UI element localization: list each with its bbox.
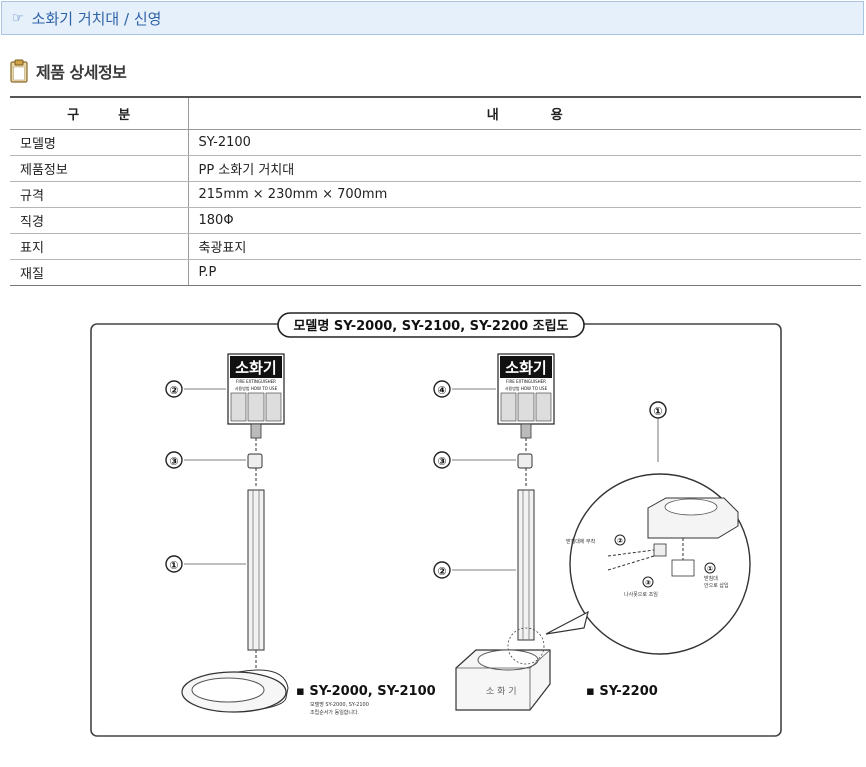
left-connector bbox=[247, 453, 263, 469]
left-sign-usage: 사용방법 HOW TO USE bbox=[235, 385, 278, 391]
right-model-label: ▪ SY-2200 bbox=[586, 684, 658, 699]
right-sign-text: 소화기 bbox=[505, 359, 546, 377]
right-sign-usage: 사용방법 HOW TO USE bbox=[505, 385, 548, 391]
row-key: 모델명 bbox=[10, 129, 189, 156]
row-value: PP 소화기 거치대 bbox=[188, 155, 861, 182]
right-connector bbox=[517, 453, 533, 469]
detail-label-attach: 받침대에 부착 bbox=[566, 538, 596, 545]
detail-marker-2: ② bbox=[617, 537, 623, 545]
left-marker-3: ③ bbox=[169, 455, 178, 468]
right-pole bbox=[517, 489, 535, 641]
row-value: 180Φ bbox=[188, 207, 861, 234]
svg-text:소 화 기: 소 화 기 bbox=[486, 686, 517, 697]
section-heading: 제품 상세정보 bbox=[10, 57, 127, 85]
row-value: 215mm × 230mm × 700mm bbox=[188, 181, 861, 208]
right-sign-subtext: FIRE EXTINGUISHER bbox=[506, 379, 546, 384]
left-model-label: ▪ SY-2000, SY-2100 bbox=[296, 684, 436, 699]
right-marker-2: ② bbox=[437, 565, 446, 578]
row-key: 직경 bbox=[10, 207, 189, 234]
page-title-bar: ☞ 소화기 거치대 / 신영 bbox=[1, 1, 864, 35]
detail-callout: ① ② 받침대에 부착 ③ 나사못으로 조임 ① 받침대 안으로 삽입 bbox=[545, 401, 751, 655]
left-stand: 소화기 FIRE EXTINGUISHER 사용방법 HOW TO USE ② … bbox=[165, 353, 436, 716]
left-note-2: 조립순서가 동일합니다. bbox=[310, 709, 360, 716]
left-sign-text: 소화기 bbox=[235, 359, 276, 377]
detail-label-base: 받침대 bbox=[704, 575, 718, 582]
detail-label-screw: 나사못으로 조임 bbox=[624, 591, 658, 598]
left-sign-subtext: FIRE EXTINGUISHER bbox=[236, 379, 276, 384]
row-value: SY-2100 bbox=[188, 129, 861, 156]
row-value: 축광표지 bbox=[188, 233, 861, 260]
detail-marker-1-top: ① bbox=[653, 405, 662, 418]
row-value: P.P bbox=[188, 259, 861, 286]
section-title: 제품 상세정보 bbox=[36, 63, 127, 82]
row-key: 표지 bbox=[10, 233, 189, 260]
table-header-row: 구 분 내 용 bbox=[10, 96, 861, 130]
pointing-hand-icon: ☞ bbox=[12, 10, 24, 26]
row-key: 규격 bbox=[10, 181, 189, 208]
detail-marker-3: ③ bbox=[645, 579, 651, 587]
table-row: 직경 180Φ bbox=[10, 207, 861, 234]
page-title: 소화기 거치대 / 신영 bbox=[31, 9, 162, 28]
header-content: 내 용 bbox=[188, 96, 861, 130]
left-marker-1: ① bbox=[169, 559, 178, 572]
right-marker-4: ④ bbox=[437, 384, 446, 397]
spec-table: 구 분 내 용 모델명 SY-2100 제품정보 PP 소화기 거치대 규격 2… bbox=[10, 96, 861, 286]
diagram-title-box bbox=[277, 312, 585, 338]
table-row: 규격 215mm × 230mm × 700mm bbox=[10, 181, 861, 208]
left-marker-2: ② bbox=[169, 384, 178, 397]
right-stand: 소화기 FIRE EXTINGUISHER 사용방법 HOW TO USE 소 … bbox=[433, 353, 658, 711]
clipboard-icon bbox=[10, 59, 28, 83]
assembly-diagram: 모델명 SY-2000, SY-2100, SY-2200 조립도 소화기 FI… bbox=[90, 312, 782, 737]
detail-label-insert: 안으로 삽입 bbox=[704, 582, 729, 589]
table-row: 표지 축광표지 bbox=[10, 233, 861, 260]
right-marker-3: ③ bbox=[437, 455, 446, 468]
row-key: 제품정보 bbox=[10, 155, 189, 182]
left-pole bbox=[247, 489, 265, 651]
diagram-title: 모델명 SY-2000, SY-2100, SY-2200 조립도 bbox=[293, 318, 568, 334]
left-note-1: 모델명 SY-2000, SY-2100 bbox=[310, 701, 369, 708]
table-row: 재질 P.P bbox=[10, 259, 861, 286]
table-row: 제품정보 PP 소화기 거치대 bbox=[10, 155, 861, 182]
row-key: 재질 bbox=[10, 259, 189, 286]
table-row: 모델명 SY-2100 bbox=[10, 129, 861, 156]
detail-marker-1: ① bbox=[707, 565, 713, 573]
header-category: 구 분 bbox=[10, 96, 189, 130]
